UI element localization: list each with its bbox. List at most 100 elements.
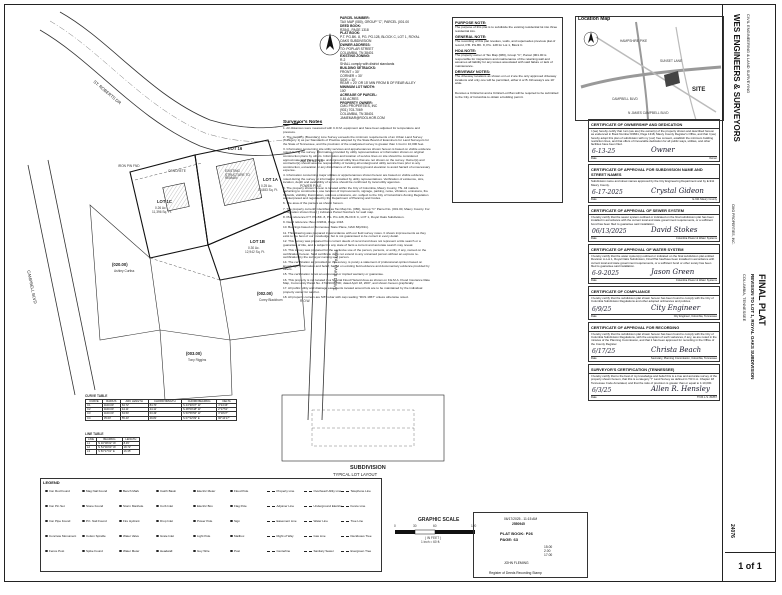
- parcel-info-line: OWNER ADDRESS:: [340, 42, 371, 47]
- surveyor-note: 15. The certification is not an expresse…: [283, 272, 384, 277]
- driveway-heading: DRIVEWAY NOTES:: [455, 70, 491, 75]
- certificate-body: I hereby certify that the subdivision pl…: [591, 331, 717, 346]
- certificate-body: I hereby certify that the sewer system o…: [591, 215, 714, 226]
- signature-date: 6/9/25: [592, 305, 612, 313]
- legend-item-label: Fence Line: [350, 504, 366, 508]
- legend-symbol-icon: [45, 535, 48, 538]
- parcel-info-line: TO: POPLAR STREET: [340, 46, 374, 51]
- surveyor-note: 18. All property corners are 5/8" rebar …: [283, 294, 409, 299]
- legend-symbol-icon: [304, 505, 312, 507]
- left-street-edge: [27, 164, 76, 396]
- parcel-info-line: COLUMBIA, TN 38401: [340, 50, 374, 55]
- table-header: RADIUS: [101, 398, 121, 404]
- parcel-info-line: DEED BOOK:: [340, 23, 362, 28]
- certificate-body: I hereby certify that the subdivision pl…: [591, 296, 714, 304]
- legend-item-label: Concrete Monument: [49, 534, 77, 538]
- scale-ratio: 1 inch = 60 ft.: [421, 540, 441, 544]
- signature: Crystal Gideon: [651, 187, 704, 196]
- legend-symbol-icon: [193, 535, 196, 538]
- legend-symbol-icon: [230, 520, 233, 523]
- table-cell: 3°18'27": [216, 411, 237, 417]
- caption-right: Columbia Power & Water Systems: [675, 279, 717, 283]
- water-meter-label: WATER METER: [300, 159, 324, 163]
- parcel-info-line: (931) 703-7069: [340, 108, 363, 113]
- legend-item: Evergreen Tree: [341, 549, 371, 553]
- street-curve-outer: [59, 11, 301, 129]
- surveyor-note: 1. All distances were measured with C.D.…: [283, 126, 420, 134]
- surveyor-note: 7. The property currently identified as …: [283, 206, 430, 215]
- legend-symbol-icon: [304, 520, 312, 522]
- legend-item-label: Power Pole: [197, 519, 213, 523]
- hoa-note-heading: HOA NOTE:: [455, 49, 477, 54]
- caption-right: Owner: [709, 157, 717, 161]
- legend-item: Cotton Spindle: [82, 534, 106, 538]
- legend-item: Stone Found: [82, 504, 103, 508]
- legend-item: Mag Nail Found: [82, 489, 107, 493]
- parcel-info-line: TAX MAP (080), GROUP "C", PARCEL (001.00: [340, 19, 410, 24]
- graphic-scale-title: GRAPHIC SCALE: [418, 517, 460, 523]
- client-name: CMG PROPERTIES, INC.: [731, 204, 735, 245]
- project-location: COLUMBIA, TENNESSEE: [742, 274, 747, 322]
- caption-right: TN R.L.S. #1867: [696, 395, 717, 399]
- scale-tick-30: 30: [413, 524, 417, 528]
- parcel-info-line: REAR = 20' OR 15' MIN FROM B OF REAR ALL…: [340, 81, 416, 86]
- signature: Christa Beach: [651, 345, 702, 354]
- legend-symbol-icon: [156, 520, 159, 523]
- legend-item: Centerline: [267, 549, 290, 553]
- legend-item-label: Evergreen Tree: [350, 549, 372, 553]
- legend-symbol-icon: [267, 550, 275, 552]
- row-label: R.O.W.: [300, 299, 311, 303]
- caption-left: Date: [591, 198, 597, 202]
- legend-symbol-icon: [304, 550, 312, 552]
- right-street-edge-2: [321, 151, 333, 421]
- legend-item: Fence Line: [341, 504, 365, 508]
- legend-symbol-icon: [45, 550, 48, 553]
- surveyor-note: 9. Deed reference: Book R2841, Page 1318…: [283, 220, 345, 225]
- legend-item: Telephone Line: [341, 489, 371, 493]
- legend-symbol-icon: [230, 535, 233, 538]
- legend-item-label: P.K. Nail Found: [86, 519, 107, 523]
- legend-item: Tree Line: [341, 519, 363, 523]
- legend-item: Sign: [230, 519, 240, 523]
- legend-item-label: Fire Hydrant: [123, 519, 140, 523]
- legend-item: Property Line: [267, 489, 294, 493]
- legend-item-label: Mailbox: [234, 534, 245, 538]
- certificate-title: CERTIFICATE OF APPROVAL OF SEWER SYSTEM: [589, 207, 719, 216]
- certificate-body: Subdivision name and street names approv…: [591, 179, 715, 187]
- parcel-info-line: R-2: [340, 58, 346, 63]
- site-plan-drawing: [27, 11, 475, 535]
- legend-item-label: Adjoiner Line: [276, 504, 295, 508]
- legend-item: Spike Found: [82, 549, 103, 553]
- typical-lot-outline: [281, 394, 445, 462]
- parcel-info-line: SHALL comply with district standards: [340, 62, 395, 67]
- legend-symbol-icon: [193, 550, 196, 553]
- parcel-info-line: R2841, PAGE 1318: [340, 27, 369, 32]
- general-note-text: The recording of this plat revokes, void…: [455, 39, 556, 47]
- legend-item-label: Mag Nail Found: [86, 489, 108, 493]
- parcel-info-line: JAMEMAR@ROOLHOR.COM: [340, 115, 385, 120]
- legend-symbol-icon: [156, 490, 159, 493]
- existing-structure-label: EXISTING STRUCTURE TO REMAIN: [225, 169, 250, 181]
- parcel-info-line: BUILDING SETBACKS:: [340, 65, 377, 70]
- table-header: CHORD BEARING: [181, 398, 218, 404]
- table-header: CHORD LENGTH: [147, 398, 183, 404]
- graphic-scale-bar: [395, 529, 475, 535]
- table-cell: 90°44'17": [216, 415, 237, 421]
- legend-item: Iron Pipe Found: [45, 519, 70, 523]
- table-header: LENGTH: [121, 436, 141, 442]
- table-cell: C4: [85, 415, 103, 421]
- legend-item-label: Drop Inlet: [160, 519, 174, 523]
- signature-date: 6-13-25: [592, 148, 616, 156]
- rec-book: PLAT BOOK: P26: [500, 531, 533, 536]
- lot-1c-label: LOT 1C: [157, 199, 172, 204]
- legend-symbol-icon: [341, 535, 349, 537]
